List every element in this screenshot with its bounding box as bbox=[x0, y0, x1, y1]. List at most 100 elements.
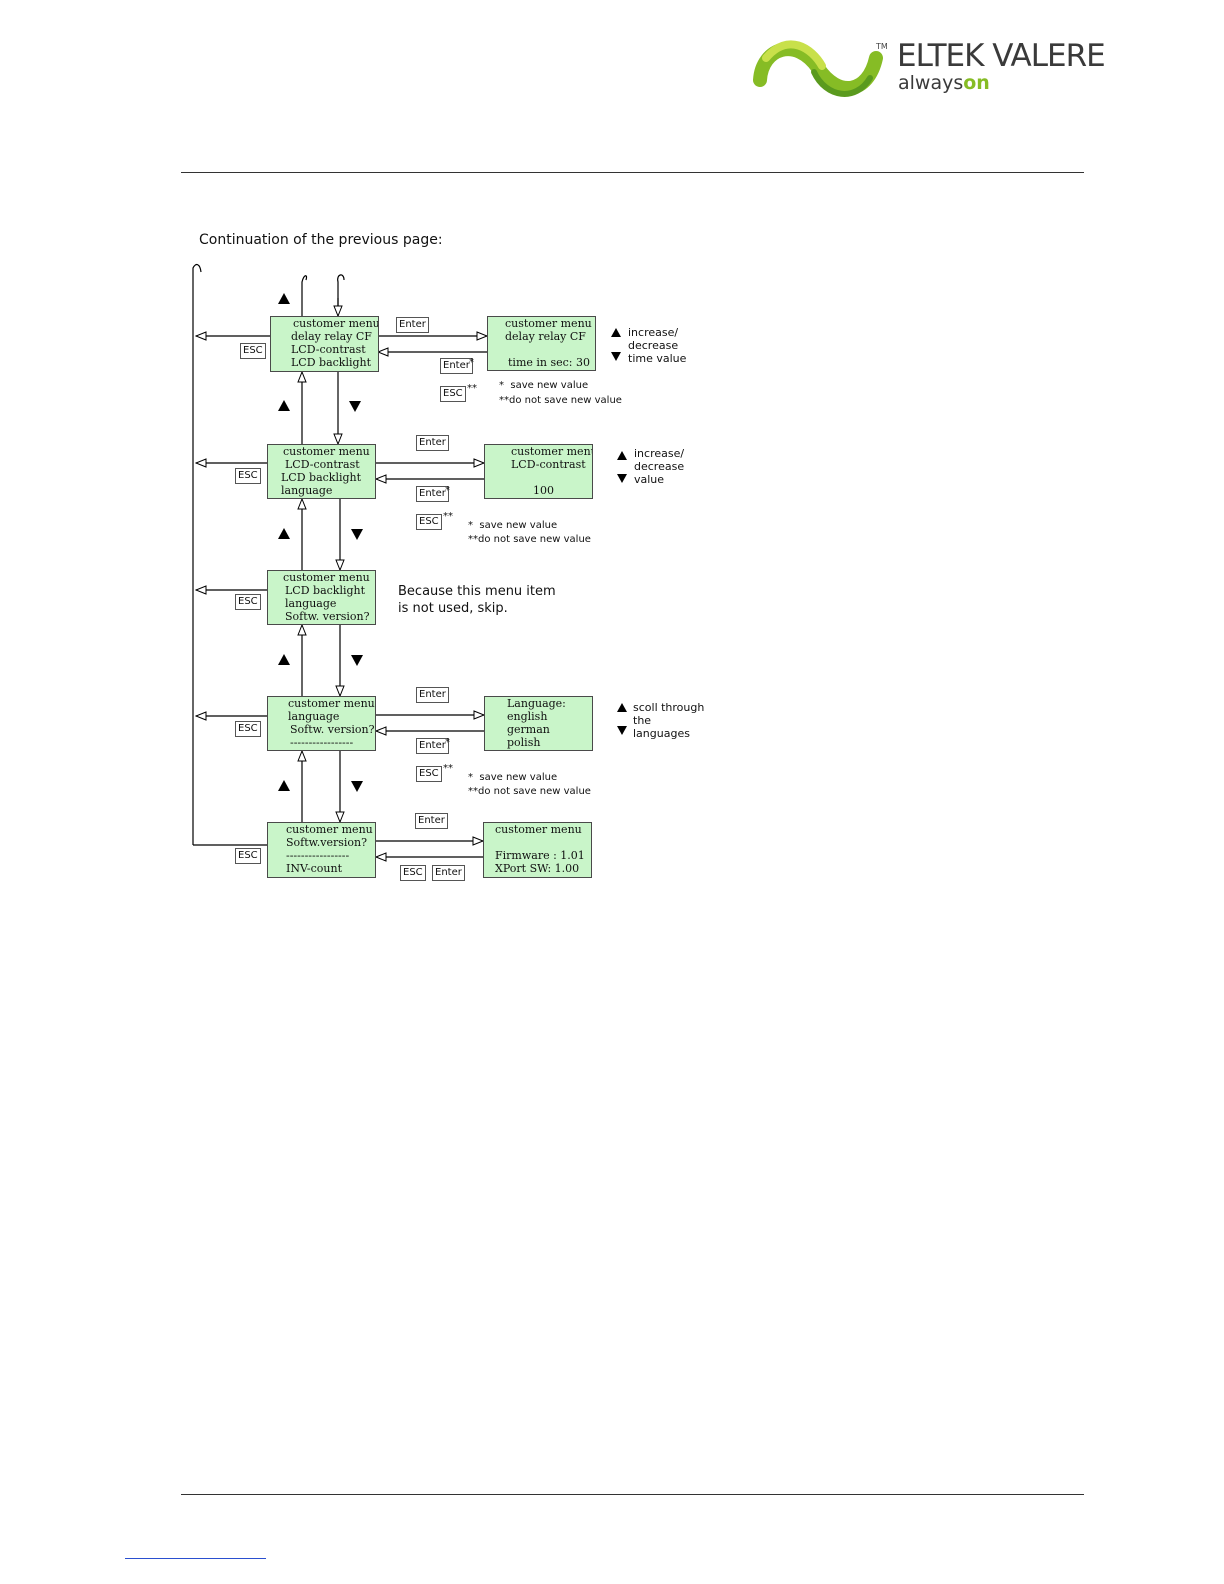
esc-key: ESC bbox=[235, 848, 261, 864]
note-star: ** bbox=[468, 534, 478, 545]
single-star: * bbox=[445, 737, 450, 748]
double-star: ** bbox=[467, 383, 477, 394]
no-save-note: **do not save new value bbox=[468, 786, 591, 797]
esc-key: ESC bbox=[440, 386, 466, 402]
skip-note-line: Because this menu item bbox=[398, 584, 556, 599]
down-arrow-icon bbox=[617, 726, 627, 735]
enter-key: Enter bbox=[415, 813, 448, 829]
up-arrow-icon bbox=[617, 451, 627, 460]
lcd-line: customer menu bbox=[293, 317, 379, 330]
lcd-line: 100 bbox=[533, 484, 554, 497]
side-label-increase-decrease: increase/ decrease time value bbox=[628, 326, 686, 365]
esc-key: ESC bbox=[400, 865, 426, 881]
lcd-line-selected: Softw.version? bbox=[286, 836, 368, 849]
tagline-suffix: on bbox=[963, 72, 990, 94]
enter-key: Enter bbox=[432, 865, 465, 881]
lcd-lcd-backlight: customer menu LCD backlight language Sof… bbox=[267, 570, 376, 625]
lcd-line bbox=[511, 471, 592, 484]
enter-key: Enter bbox=[416, 486, 449, 502]
side-label-line: the bbox=[633, 714, 652, 727]
left-bus-line bbox=[192, 263, 202, 845]
lcd-line-selected: LCD-contrast bbox=[511, 458, 586, 471]
note-text: do not save new value bbox=[509, 395, 622, 406]
lcd-line: Firmware : 1.01 bbox=[495, 849, 585, 862]
top-up-line bbox=[302, 275, 308, 316]
lcd-line-selected: english bbox=[507, 710, 548, 723]
up-arrow-icon bbox=[278, 293, 290, 304]
lcd-delay-relay-edit: customer menu delay relay CF time in sec… bbox=[487, 316, 596, 371]
lcd-line-selected: delay relay CF bbox=[291, 330, 372, 343]
lcd-software-version: customer menu Softw.version? -----------… bbox=[267, 822, 376, 878]
lcd-line: Language: bbox=[507, 697, 566, 710]
esc-key: ESC bbox=[416, 766, 442, 782]
no-save-note: **do not save new value bbox=[499, 395, 622, 406]
lcd-line: customer menu bbox=[286, 823, 373, 836]
down-arrow-icon bbox=[351, 655, 363, 666]
down-arrow-icon bbox=[351, 781, 363, 792]
down-arrow-icon bbox=[617, 474, 627, 483]
lcd-line: time in sec: 30 bbox=[508, 356, 590, 369]
lcd-line: polish bbox=[507, 736, 541, 749]
note-text: save new value bbox=[479, 772, 558, 783]
brand-name: ELTEK VALERE bbox=[897, 38, 1106, 74]
brand-tagline: alwayson bbox=[898, 72, 990, 94]
lcd-line-selected: LCD-contrast bbox=[285, 458, 360, 471]
trademark-mark: TM bbox=[876, 42, 888, 51]
lcd-delay-relay: customer menu delay relay CF LCD-contras… bbox=[270, 316, 379, 372]
lcd-line-selected: LCD backlight bbox=[285, 584, 366, 597]
note-text: do not save new value bbox=[478, 534, 591, 545]
esc-key: ESC bbox=[240, 343, 266, 359]
enter-key: Enter bbox=[416, 435, 449, 451]
note-star: * bbox=[499, 380, 504, 391]
lcd-line: customer menu bbox=[495, 823, 582, 836]
side-label-increase-decrease: increase/ decrease value bbox=[634, 447, 684, 486]
enter-key: Enter bbox=[416, 687, 449, 703]
side-label-line: time value bbox=[628, 352, 687, 365]
lcd-line: ----------------- bbox=[286, 849, 350, 862]
note-text: save new value bbox=[479, 520, 558, 531]
lcd-line: Softw. version? bbox=[285, 610, 370, 623]
down-arrow-icon bbox=[351, 529, 363, 540]
double-star: ** bbox=[443, 511, 453, 522]
lcd-line: LCD backlight bbox=[291, 356, 372, 369]
up-arrow-icon bbox=[278, 654, 290, 665]
double-star: ** bbox=[443, 763, 453, 774]
lcd-line-selected: language bbox=[288, 710, 340, 723]
lcd-line: customer menu bbox=[288, 697, 375, 710]
note-star: ** bbox=[499, 395, 509, 406]
single-star: * bbox=[469, 357, 474, 368]
down-arrow-icon bbox=[349, 401, 361, 412]
lcd-line: ----------------- bbox=[290, 736, 354, 749]
lcd-line: INV-count bbox=[286, 862, 342, 875]
skip-note: Because this menu item is not used, skip… bbox=[398, 583, 556, 617]
footer-rule bbox=[181, 1494, 1084, 1495]
lcd-line-selected: delay relay CF bbox=[505, 330, 586, 343]
side-label-line: value bbox=[634, 473, 665, 486]
lcd-lcd-contrast: customer menu LCD-contrast LCD backlight… bbox=[267, 444, 376, 499]
enter-key: Enter bbox=[416, 738, 449, 754]
enter-key: Enter bbox=[440, 358, 473, 374]
up-arrow-icon bbox=[278, 780, 290, 791]
footer-link-underline[interactable] bbox=[125, 1558, 266, 1559]
side-label-line: languages bbox=[633, 727, 690, 740]
note-text: do not save new value bbox=[478, 786, 591, 797]
enter-key: Enter bbox=[396, 317, 429, 333]
lcd-line: language bbox=[281, 484, 333, 497]
lcd-line: customer menu bbox=[283, 445, 370, 458]
save-note: * save new value bbox=[468, 520, 557, 531]
lcd-line: customer menu bbox=[505, 317, 592, 330]
header-rule bbox=[181, 172, 1084, 173]
no-save-note: **do not save new value bbox=[468, 534, 591, 545]
lcd-language: customer menu language Softw. version? -… bbox=[267, 696, 376, 751]
logo-mark-icon bbox=[753, 40, 883, 97]
save-note: * save new value bbox=[499, 380, 588, 391]
side-label-line: scoll through bbox=[633, 701, 705, 714]
up-arrow-icon bbox=[617, 703, 627, 712]
lcd-line: customer menu bbox=[283, 571, 370, 584]
up-arrow-icon bbox=[611, 328, 621, 337]
note-star: * bbox=[468, 772, 473, 783]
note-star: ** bbox=[468, 786, 478, 797]
up-arrow-icon bbox=[278, 528, 290, 539]
lcd-line: customer menu bbox=[511, 445, 593, 458]
